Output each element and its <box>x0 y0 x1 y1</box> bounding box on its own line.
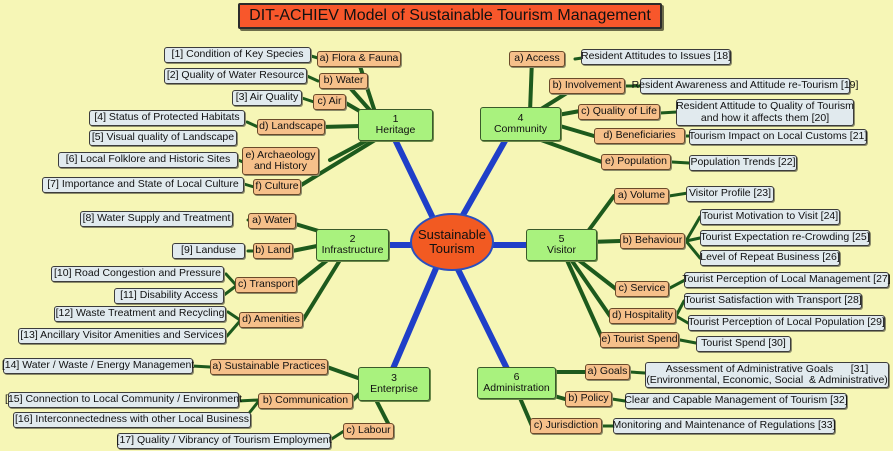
indicator-line-2: and how it affects them [20] <box>700 111 830 124</box>
theme-label: Heritage <box>375 124 416 136</box>
category-water: b) Water <box>319 73 368 89</box>
category-culture: f) Culture <box>253 179 301 195</box>
category-behaviour: b) Behaviour <box>620 233 685 249</box>
theme-number: 1 <box>392 112 399 125</box>
theme-community: 4 Community <box>480 107 561 141</box>
indicator-line-2: (Environmental, Economic, Social & Admin… <box>646 374 888 386</box>
hub-sustainable-tourism: Sustainable Tourism <box>410 213 494 271</box>
category-air: c) Air <box>313 94 346 110</box>
indicator-31: Assessment of Administrative Goals [31] … <box>645 362 889 388</box>
indicator-26: Level of Repeat Business [26] <box>700 250 840 266</box>
theme-label: Community <box>493 123 548 135</box>
indicator-30: Tourist Spend [30] <box>696 336 791 352</box>
indicator-14: [14] Water / Waste / Energy Management <box>2 358 194 374</box>
category-flora-fauna: a) Flora & Fauna <box>317 51 401 67</box>
indicator-6: [6] Local Folklore and Historic Sites <box>58 152 238 168</box>
theme-number: 5 <box>558 232 565 245</box>
indicator-2: [2] Quality of Water Resource <box>164 68 307 84</box>
theme-administration: 6 Administration <box>477 367 556 399</box>
indicator-1: [1] Condition of Key Species <box>164 47 311 63</box>
indicator-8: [8] Water Supply and Treatment <box>80 211 233 227</box>
diagram-title: DIT-ACHIEV Model of Sustainable Tourism … <box>238 3 662 29</box>
indicator-23: Visitor Profile [23] <box>686 186 774 202</box>
indicator-19: Resident Awareness and Attitude re-Touri… <box>632 78 858 94</box>
category-involvement: b) Involvement <box>549 78 625 94</box>
category-jurisdiction: c) Jurisdiction <box>530 418 602 434</box>
category-water-infra: a) Water <box>248 213 296 229</box>
theme-number: 4 <box>517 111 524 124</box>
indicator-11: [11] Disability Access <box>114 288 224 304</box>
hub-line-1: Sustainable <box>418 227 486 243</box>
indicator-21: Tourism Impact on Local Customs [21] <box>689 129 867 145</box>
category-sustainable-practices: a) Sustainable Practices <box>210 359 328 375</box>
indicator-33: Monitoring and Maintenance of Regulation… <box>613 418 836 434</box>
category-access: a) Access <box>509 51 565 67</box>
category-line-1: e) Archaeology <box>245 148 316 161</box>
indicator-16: [16] Interconnectedness with other Local… <box>13 412 251 428</box>
theme-number: 3 <box>391 371 397 384</box>
indicator-22: Population Trends [22] <box>689 155 797 171</box>
indicator-line-1: Resident Attitude to Quality of Tourism <box>676 100 854 113</box>
category-transport: c) Transport <box>235 277 297 293</box>
theme-label: Visitor <box>547 244 576 256</box>
theme-infrastructure: 2 Infrastructure <box>316 229 389 261</box>
indicator-7: [7] Importance and State of Local Cultur… <box>42 177 244 193</box>
category-amenities: d) Amenities <box>239 312 303 328</box>
indicator-15: [15] Connection to Local Community / Env… <box>5 392 242 408</box>
theme-label: Infrastructure <box>321 244 384 256</box>
theme-heritage: 1 Heritage <box>358 109 433 141</box>
indicator-line-1: Assessment of Administrative Goals [31] <box>665 362 869 375</box>
indicator-24: Tourist Motivation to Visit [24] <box>700 209 840 225</box>
indicator-5: [5] Visual quality of Landscape <box>89 130 237 146</box>
category-hospitality: d) Hospitality <box>609 308 676 324</box>
theme-number: 2 <box>349 232 356 245</box>
category-service: c) Service <box>615 281 669 297</box>
category-line-2: and History <box>253 160 308 172</box>
indicator-17: [17] Quality / Vibrancy of Tourism Emplo… <box>117 433 331 449</box>
category-beneficiaries: d) Beneficiaries <box>594 128 685 144</box>
indicator-13: [13] Ancillary Visitor Amenities and Ser… <box>18 328 226 344</box>
indicator-29: Tourist Perception of Local Population [… <box>688 315 885 331</box>
indicator-32: Clear and Capable Management of Tourism … <box>624 393 848 409</box>
theme-enterprise: 3 Enterprise <box>358 367 430 401</box>
indicator-4: [4] Status of Protected Habitats <box>89 110 245 126</box>
category-archaeology-history: e) Archaeology and History <box>242 147 319 175</box>
indicator-9: [9] Landuse <box>172 243 245 259</box>
indicator-25: Tourist Expectation re-Crowding [25] <box>700 230 870 246</box>
indicator-27: Tourist Perception of Local Management [… <box>682 272 891 288</box>
theme-number: 6 <box>513 370 520 383</box>
indicator-20: Resident Attitude to Quality of Tourism … <box>676 99 854 126</box>
category-volume: a) Volume <box>614 188 669 204</box>
category-goals: a) Goals <box>585 364 630 380</box>
category-land: b) Land <box>253 243 293 259</box>
category-quality-of-life: c) Quality of Life <box>578 104 660 120</box>
hub-line-2: Tourism <box>429 241 475 256</box>
category-population: e) Population <box>601 154 671 170</box>
indicator-28: Tourist Satisfaction with Transport [28] <box>684 293 862 309</box>
theme-label: Administration <box>483 382 550 394</box>
indicator-12: [12] Waste Treatment and Recycling <box>54 306 226 322</box>
indicator-18: Resident Attitudes to Issues [18] <box>581 49 731 65</box>
indicator-3: [3] Air Quality <box>232 90 302 106</box>
category-landscape: d) Landscape <box>257 119 325 135</box>
theme-label: Enterprise <box>370 383 418 395</box>
indicator-10: [10] Road Congestion and Pressure <box>51 266 224 282</box>
category-communication: b) Communication <box>258 393 353 409</box>
theme-visitor: 5 Visitor <box>526 229 597 261</box>
category-labour: c) Labour <box>343 423 394 439</box>
category-policy: b) Policy <box>565 391 612 407</box>
category-tourist-spend: e) Tourist Spend <box>600 332 679 348</box>
